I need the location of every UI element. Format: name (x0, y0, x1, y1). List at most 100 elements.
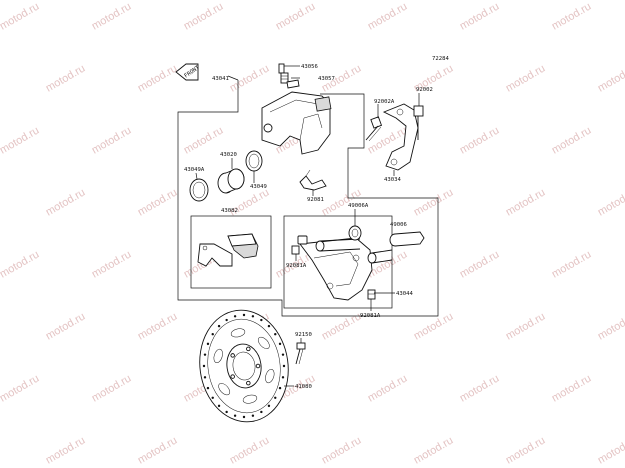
brake-pad-left (197, 243, 233, 267)
watermark-text: motod.ru (550, 0, 594, 32)
watermark-text: motod.ru (596, 186, 625, 218)
brake-pad-right (227, 233, 259, 259)
watermark-text: motod.ru (44, 310, 88, 342)
piston-seal (245, 150, 263, 172)
label-92002: 92002 (416, 87, 433, 93)
watermark-text: motod.ru (504, 310, 548, 342)
label-43082: 43082 (221, 208, 238, 214)
watermark-text: motod.ru (504, 62, 548, 94)
watermark-text: motod.ru (136, 434, 180, 466)
vent-hole (281, 353, 285, 356)
disc-bolt (295, 342, 306, 365)
watermark-text: motod.ru (44, 186, 88, 218)
watermark-text: motod.ru (504, 186, 548, 218)
boot-92081a-left (291, 245, 300, 255)
watermark-text: motod.ru (320, 310, 364, 342)
bracket-43034 (382, 103, 419, 171)
disc-vent-holes (202, 313, 286, 419)
watermark-text: motod.ru (596, 62, 625, 94)
label-43041: 43041 (212, 76, 229, 82)
label-92081a-bottom: 92081A (360, 313, 381, 319)
label-43056: 43056 (301, 64, 318, 70)
watermark-text: motod.ru (0, 0, 41, 32)
label-49006a: 49006A (348, 203, 369, 209)
bolt-92002a (365, 116, 383, 142)
vent-hole (242, 313, 246, 317)
vent-hole (203, 376, 207, 379)
label-43057: 43057 (318, 76, 335, 82)
label-43044: 43044 (396, 291, 413, 297)
vent-hole (206, 386, 210, 390)
pad-set-box (190, 215, 272, 289)
mounting-hole (246, 346, 251, 352)
watermark-text: motod.ru (90, 372, 134, 404)
watermark-text: motod.ru (136, 62, 180, 94)
watermark-text: motod.ru (136, 310, 180, 342)
watermark-text: motod.ru (458, 124, 502, 156)
vent-hole (211, 396, 214, 399)
watermark-text: motod.ru (0, 372, 41, 404)
watermark-text: motod.ru (550, 372, 594, 404)
mounting-hole (230, 353, 235, 358)
vent-hole (202, 364, 206, 368)
pad-spring (299, 169, 327, 191)
vent-hole (217, 404, 221, 408)
label-92081: 92081 (307, 197, 324, 203)
bolt-92002 (413, 105, 424, 140)
watermark-text: motod.ru (44, 62, 88, 94)
vent-hole (225, 410, 228, 414)
vent-hole (233, 414, 237, 417)
front-arrow-icon: FRONT (175, 63, 201, 81)
vent-hole (217, 324, 221, 328)
vent-hole (206, 342, 210, 346)
watermark-text: motod.ru (182, 0, 226, 32)
label-92081a-left: 92081A (286, 263, 307, 269)
brake-disc (199, 309, 289, 423)
vent-hole (225, 318, 228, 322)
vent-hole (278, 386, 282, 390)
vent-hole (251, 315, 255, 318)
label-43049a: 43049A (184, 167, 205, 173)
boot-92081a-bottom (367, 289, 376, 300)
boot-49006a (348, 225, 362, 241)
watermark-text: motod.ru (44, 434, 88, 466)
watermark-text: motod.ru (0, 248, 41, 280)
bleed-cap (286, 79, 300, 89)
vent-hole (267, 404, 271, 408)
piston (217, 168, 245, 194)
disc-slot (230, 328, 246, 338)
vent-hole (260, 318, 263, 322)
disc-slot (265, 369, 275, 384)
watermark-text: motod.ru (0, 124, 41, 156)
watermark-text: motod.ru (458, 372, 502, 404)
vent-hole (282, 364, 286, 368)
watermark-text: motod.ru (136, 186, 180, 218)
mounting-hole (246, 380, 251, 386)
vent-hole (274, 333, 277, 336)
vent-hole (274, 396, 277, 399)
disc-slot (213, 348, 223, 363)
label-92002a: 92002A (374, 99, 395, 105)
dust-seal (189, 178, 209, 202)
watermark-text: motod.ru (228, 434, 272, 466)
vent-hole (267, 324, 271, 328)
disc-bolt-holes (230, 346, 261, 386)
vent-hole (242, 415, 246, 419)
watermark-text: motod.ru (550, 124, 594, 156)
disc-slot (218, 383, 231, 396)
watermark-text: motod.ru (504, 434, 548, 466)
watermark-text: motod.ru (412, 310, 456, 342)
watermark-text: motod.ru (412, 186, 456, 218)
label-43020: 43020 (220, 152, 237, 158)
watermark-text: motod.ru (366, 372, 410, 404)
caliper-holder (299, 237, 373, 301)
watermark-text: motod.ru (320, 434, 364, 466)
vent-hole (278, 342, 282, 346)
label-43034: 43034 (384, 177, 401, 183)
vent-hole (203, 353, 207, 356)
vent-hole (233, 315, 237, 318)
assembly-outline (177, 80, 439, 317)
holder-box (283, 215, 393, 309)
diagram-code: 72284 (432, 56, 449, 62)
